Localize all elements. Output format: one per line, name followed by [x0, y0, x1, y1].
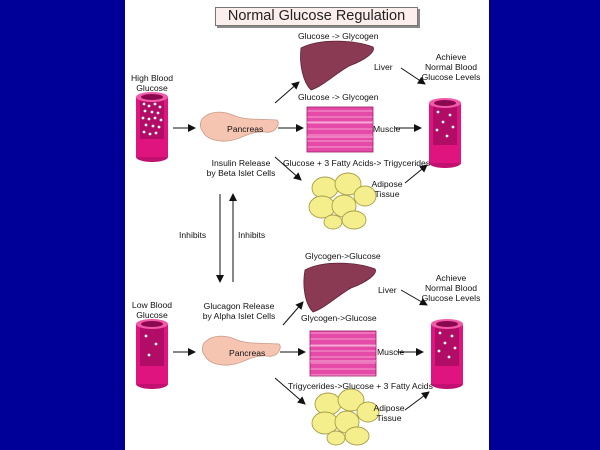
inhibits-label-left: Inhibits [179, 230, 207, 240]
liver-label: Liver [374, 62, 393, 72]
arrow [400, 289, 428, 306]
adipose-process-label: Trigycerides->Glucose + 3 Fatty Acids [288, 381, 433, 391]
arrow [404, 164, 428, 184]
arrow [404, 391, 430, 411]
normal-glucose-tube-icon [429, 98, 461, 168]
liver-process-label: Glucose -> Glycogen [298, 92, 379, 102]
high-glucose-tube-icon [136, 92, 168, 162]
arrow [274, 81, 300, 104]
pancreas-label: Pancreas [227, 124, 264, 134]
normal-glucose-tube-icon [431, 319, 463, 389]
muscle-label: Muscle [373, 124, 401, 134]
pancreas-icon [201, 335, 281, 366]
muscle-label: Muscle [377, 347, 405, 357]
pancreas-label: Pancreas [229, 348, 266, 358]
low-glucose-tube-icon [136, 319, 168, 389]
adipose-tissue-icon [311, 388, 380, 446]
liver-process-label: Glycogen->Glucose [305, 251, 381, 261]
pancreas-icon [199, 111, 279, 142]
liver-process-label: Glycogen->Glucose [301, 313, 377, 323]
liver-label: Liver [378, 285, 397, 295]
inhibits-label-right: Inhibits [238, 230, 266, 240]
muscle-icon [306, 106, 374, 153]
adipose-process-label: Glucose + 3 Fatty Acids-> Trigycerides [283, 158, 431, 168]
arrow [282, 301, 304, 326]
muscle-icon [309, 330, 377, 377]
liver-icon [300, 40, 374, 91]
liver-process-label: Glucose -> Glycogen [298, 31, 379, 41]
arrow [274, 156, 302, 181]
slide-title: Normal Glucose Regulation [215, 7, 418, 26]
diagram-art [136, 40, 463, 446]
adipose-tissue-icon [308, 172, 377, 230]
arrow [274, 377, 306, 405]
slide: Normal Glucose Regulation [125, 0, 489, 450]
arrow [400, 67, 426, 85]
liver-icon [303, 262, 376, 313]
